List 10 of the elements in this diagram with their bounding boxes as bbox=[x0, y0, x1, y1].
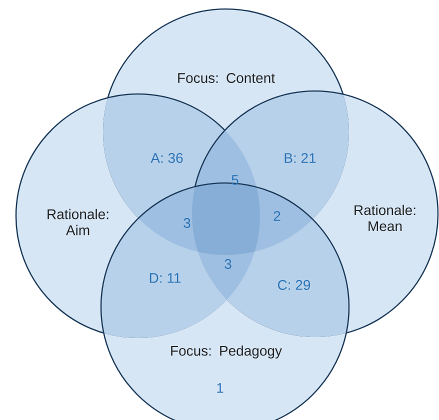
region-count: 1 bbox=[217, 383, 224, 393]
region-count: A: 36 bbox=[150, 153, 183, 163]
region-count: B: 21 bbox=[284, 153, 316, 163]
region-count: 5 bbox=[232, 175, 238, 185]
region-count: C: 29 bbox=[278, 280, 310, 290]
region-count: 3 bbox=[224, 259, 232, 269]
region-count: D: 11 bbox=[150, 273, 181, 283]
region-count: 2 bbox=[274, 211, 280, 221]
node-label: Focus: Pedagogy bbox=[171, 345, 282, 359]
region-count: 3 bbox=[184, 218, 190, 228]
